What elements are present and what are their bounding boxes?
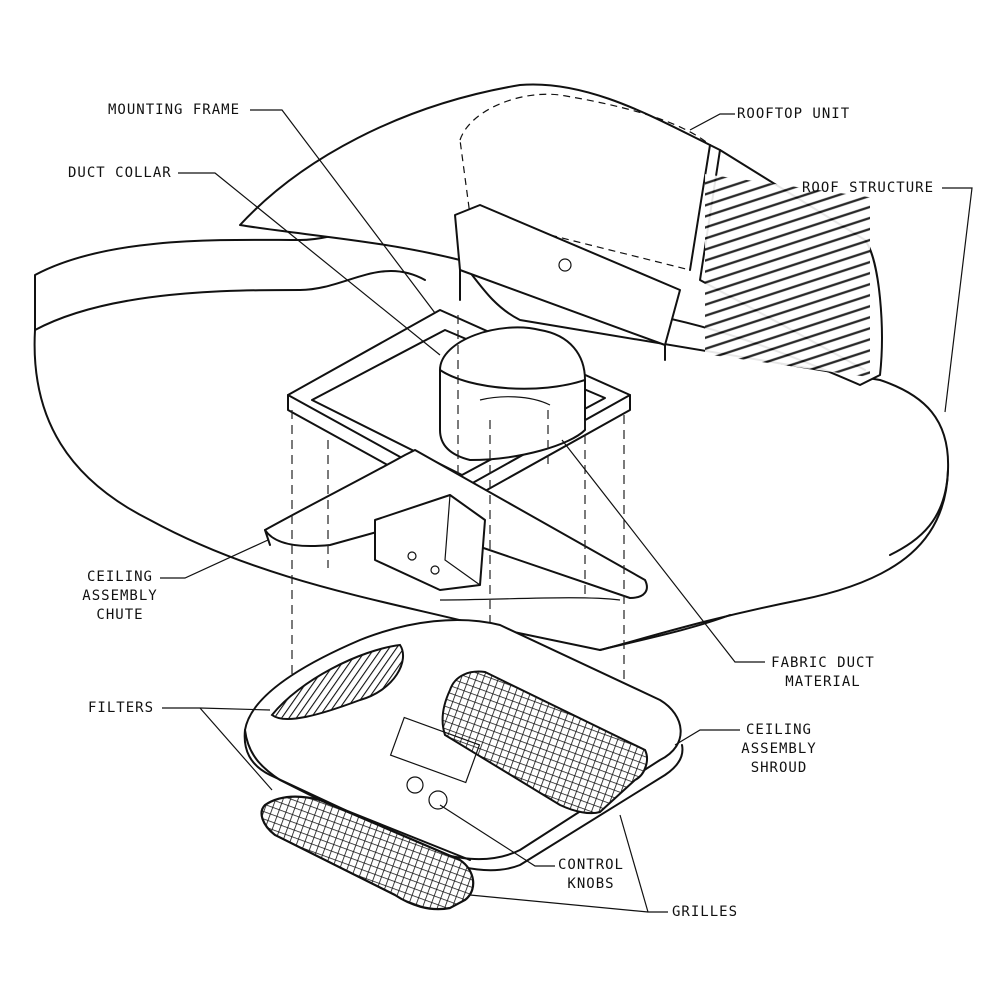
return-air-intake (270, 643, 405, 721)
label-ceiling-assembly-chute: CEILING ASSEMBLY CHUTE (82, 569, 158, 623)
front-grille (441, 670, 648, 815)
label-filters: FILTERS (88, 700, 155, 716)
control-knob-left (406, 776, 424, 794)
rooftop-unit (239, 83, 883, 386)
label-grilles: GRILLES (672, 904, 739, 920)
label-roof-structure: ROOF STRUCTURE (802, 180, 935, 196)
label-mounting-frame: MOUNTING FRAME (108, 102, 241, 118)
filter-grille (260, 795, 475, 911)
control-knob-right (428, 790, 448, 810)
label-control-knobs: CONTROL KNOBS (557, 857, 624, 892)
condenser-vents (705, 174, 870, 378)
leader-lines (160, 109, 973, 913)
duct-collar (439, 326, 586, 461)
label-duct-collar: DUCT COLLAR (68, 165, 172, 181)
label-fabric-duct-material: FABRIC DUCT MATERIAL (771, 655, 875, 690)
ceiling-assembly-chute (264, 449, 648, 599)
label-rooftop-unit: ROOFTOP UNIT (737, 106, 851, 122)
label-ceiling-assembly-shroud: CEILING ASSEMBLY SHROUD (741, 722, 817, 776)
fabric-duct-material (439, 597, 621, 601)
